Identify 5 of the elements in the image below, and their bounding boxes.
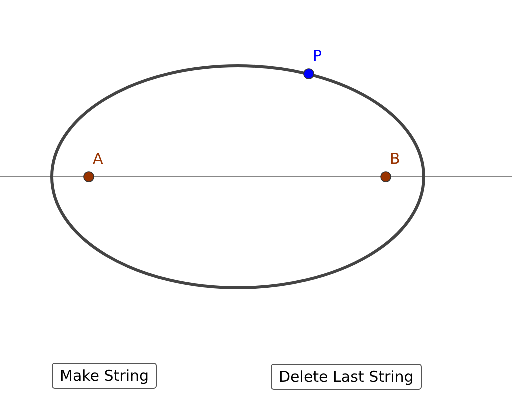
point-label: A xyxy=(93,152,104,167)
action-button: Delete Last String xyxy=(271,364,422,390)
point-label: P xyxy=(313,49,322,64)
action-button: Make String xyxy=(52,363,158,389)
point-label: B xyxy=(390,152,400,167)
